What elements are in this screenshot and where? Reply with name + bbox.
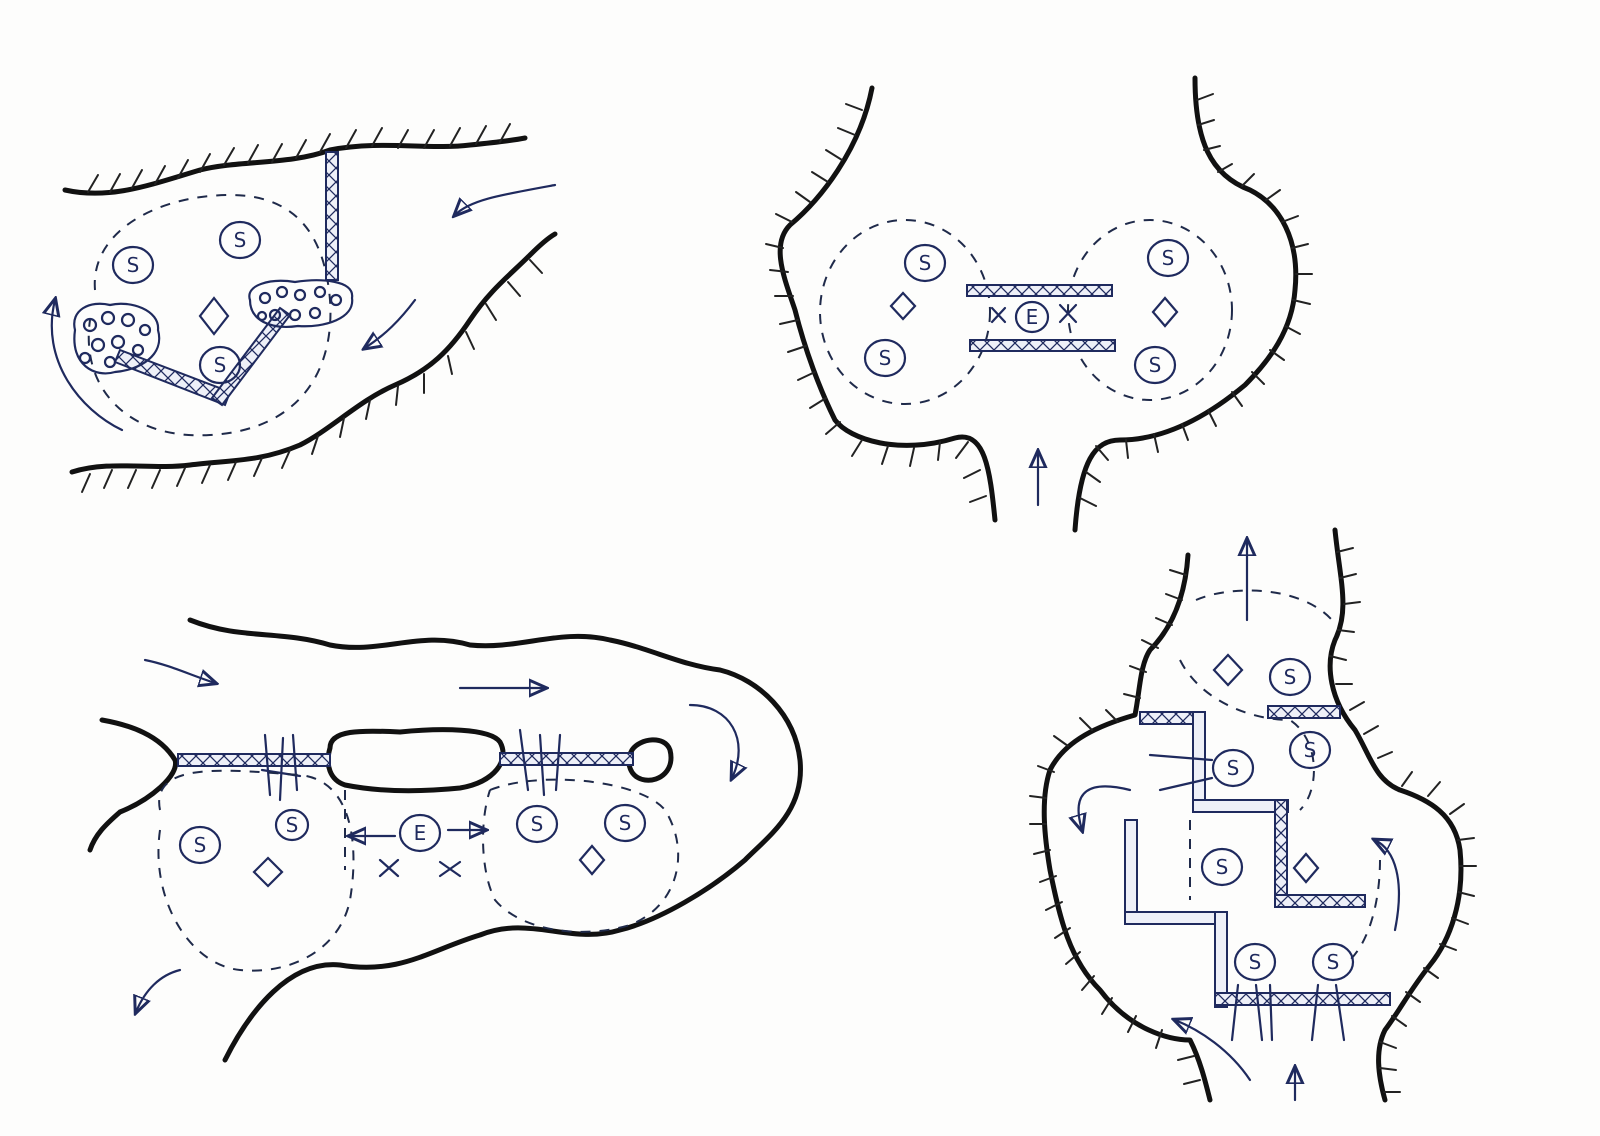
cross-mark-icon: [1058, 303, 1078, 324]
fence-strokes: [260, 728, 562, 802]
spawn-marker-icon: S: [903, 243, 947, 283]
cave-wall-left: [1029, 552, 1213, 1103]
objective-diamond-icon: [578, 844, 606, 876]
direction-arrow: [143, 658, 215, 683]
objective-diamond-icon: [198, 296, 230, 336]
objective-diamond-icon: [1151, 296, 1179, 328]
spawn-label: S: [619, 811, 632, 835]
rock-pillar: [626, 737, 674, 783]
objective-diamond-icon: [252, 856, 284, 888]
cross-mark-icon: [378, 858, 400, 878]
rubble-pile: [248, 279, 354, 328]
spawn-marker-icon: S: [1288, 730, 1332, 770]
spawn-marker-icon: S: [1146, 238, 1190, 278]
spawn-marker-icon: S: [198, 345, 242, 385]
direction-arrow: [136, 968, 182, 1012]
spawn-marker-icon: S: [1211, 748, 1255, 788]
encounter-bottom-right: S S S S S S: [1029, 527, 1477, 1103]
spawn-marker-icon: S: [515, 804, 559, 844]
zone-boundary: [1179, 659, 1315, 811]
spawn-label: S: [1284, 665, 1297, 689]
spawn-marker-icon: S: [1200, 847, 1244, 887]
cave-wall-left: [765, 85, 998, 523]
spawn-marker-icon: S: [178, 825, 222, 865]
spawn-marker-icon: S: [1133, 345, 1177, 385]
zone-boundary: [819, 219, 991, 405]
spawn-marker-icon: S: [111, 245, 155, 285]
spawn-label: S: [1304, 738, 1317, 762]
direction-arrow: [1079, 785, 1132, 830]
spawn-label: S: [286, 813, 299, 837]
rock-pillar: [325, 727, 506, 794]
spawn-label: S: [234, 228, 247, 252]
zone-boundary: [482, 778, 680, 933]
cave-wall-right: [1327, 527, 1477, 1103]
spawn-label: S: [1216, 855, 1229, 879]
spawn-marker-icon: S: [603, 803, 647, 843]
encounter-top-left: S S S: [52, 123, 558, 493]
cross-mark-icon: [438, 860, 462, 878]
direction-arrow: [52, 300, 124, 432]
spawn-label: S: [214, 353, 227, 377]
cave-wall-outline: [187, 617, 803, 1063]
spawn-marker-icon: S: [863, 338, 907, 378]
objective-diamond-icon: [1292, 852, 1320, 884]
spawn-label: S: [1162, 246, 1175, 270]
direction-arrow: [688, 703, 739, 778]
direction-arrow: [1375, 840, 1401, 932]
rubble-pile: [73, 302, 161, 375]
elite-marker-icon: E: [1014, 300, 1050, 334]
zone-boundary: [1195, 589, 1333, 621]
objective-diamond-icon: [889, 291, 917, 321]
cave-wall-inlet: [87, 717, 178, 853]
direction-arrow: [365, 298, 417, 348]
cross-mark-icon: [990, 306, 1007, 324]
encounter-top-right: E S S S S: [765, 75, 1313, 533]
spawn-marker-icon: S: [1268, 657, 1312, 697]
zone-boundary: [1067, 219, 1233, 401]
fence-barrier: [966, 284, 1116, 352]
elite-label: E: [414, 821, 427, 845]
cave-wall-north: [62, 123, 528, 196]
spawn-label: S: [1227, 756, 1240, 780]
direction-arrow: [455, 183, 557, 215]
direction-arrow: [1175, 1020, 1252, 1082]
spawn-label: S: [127, 253, 140, 277]
spawn-label: S: [1249, 950, 1262, 974]
cave-wall-south: [69, 231, 558, 493]
spawn-marker-icon: S: [1311, 942, 1355, 982]
spawn-label: S: [1149, 353, 1162, 377]
spawn-marker-icon: S: [274, 808, 310, 842]
spawn-label: S: [194, 833, 207, 857]
objective-diamond-icon: [1212, 653, 1244, 687]
spawn-label: S: [1327, 950, 1340, 974]
elite-marker-icon: E: [398, 813, 442, 853]
zone-boundary: [1189, 820, 1381, 961]
spawn-label: S: [919, 251, 932, 275]
spawn-label: S: [531, 812, 544, 836]
spawn-marker-icon: S: [218, 220, 262, 260]
fence-barrier: [177, 752, 634, 767]
spawn-marker-icon: S: [1233, 942, 1277, 982]
elite-label: E: [1026, 305, 1039, 329]
fence-barrier: [113, 151, 339, 407]
encounter-bottom-left: E S S S S: [87, 617, 803, 1063]
cave-wall-right: [1072, 75, 1313, 533]
spawn-label: S: [879, 346, 892, 370]
fence-strokes: [1148, 753, 1346, 1042]
